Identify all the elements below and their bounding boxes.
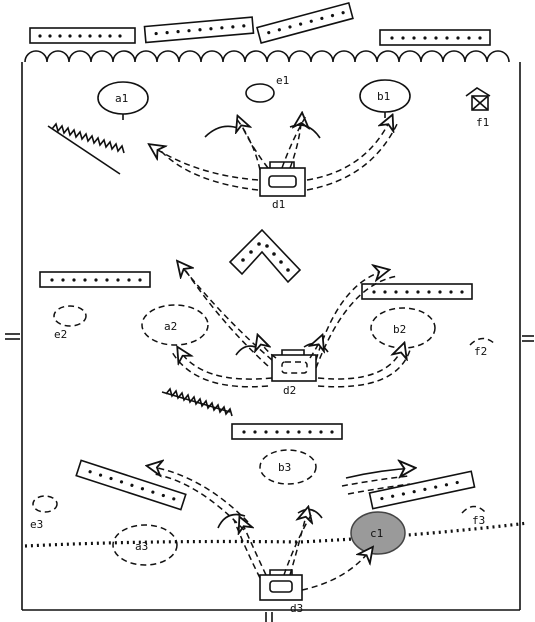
scallop-edge	[24, 50, 510, 63]
device-f3	[461, 505, 487, 514]
label-e2: e2	[54, 328, 67, 341]
node-a2	[141, 304, 209, 346]
node-e3	[32, 495, 58, 513]
label-f1: f1	[476, 116, 489, 129]
label-b2: b2	[393, 323, 406, 336]
label-a2: a2	[164, 320, 177, 333]
sawtooth-1	[47, 122, 125, 175]
label-d1: d1	[272, 198, 285, 211]
bar-dots	[38, 11, 482, 501]
section-2: e2 a2 b2 f2 d2	[39, 228, 497, 440]
device-f2	[469, 337, 497, 346]
bar-top-1	[29, 27, 136, 44]
node-c1	[350, 511, 406, 555]
bar-mid-right	[361, 283, 473, 300]
bar-mid-center	[231, 423, 343, 440]
label-f3: f3	[472, 514, 485, 527]
section-3: b3 e3 a3 c1 f3 d3	[24, 449, 529, 615]
section-1: a1 e1 b1 f1 d1	[47, 74, 491, 211]
label-d3: d3	[290, 602, 303, 615]
label-c1: c1	[370, 527, 383, 540]
bar-low-left	[75, 459, 187, 511]
frame	[5, 62, 534, 622]
top-bars	[29, 1, 491, 46]
bar-low-right	[368, 470, 476, 510]
node-a3	[112, 524, 178, 566]
label-b1: b1	[377, 90, 390, 103]
label-e3: e3	[30, 518, 43, 531]
label-a3: a3	[135, 540, 148, 553]
chevron-block	[228, 228, 302, 284]
device-d3	[259, 574, 303, 601]
sawtooth-2	[161, 387, 233, 417]
label-d2: d2	[283, 384, 296, 397]
bar-mid-left	[39, 271, 151, 288]
dotted-ground	[24, 521, 529, 548]
device-f1	[465, 87, 491, 111]
device-d2	[271, 354, 317, 382]
bar-top-2	[143, 16, 255, 44]
label-f2: f2	[474, 345, 487, 358]
label-e1: e1	[276, 74, 289, 87]
bar-top-4	[379, 29, 491, 46]
label-b3: b3	[278, 461, 291, 474]
label-a1: a1	[115, 92, 128, 105]
node-e1	[245, 83, 275, 103]
bar-top-3	[256, 1, 354, 44]
node-e2	[53, 305, 87, 327]
device-d1	[259, 167, 306, 197]
node-b3	[259, 449, 317, 485]
